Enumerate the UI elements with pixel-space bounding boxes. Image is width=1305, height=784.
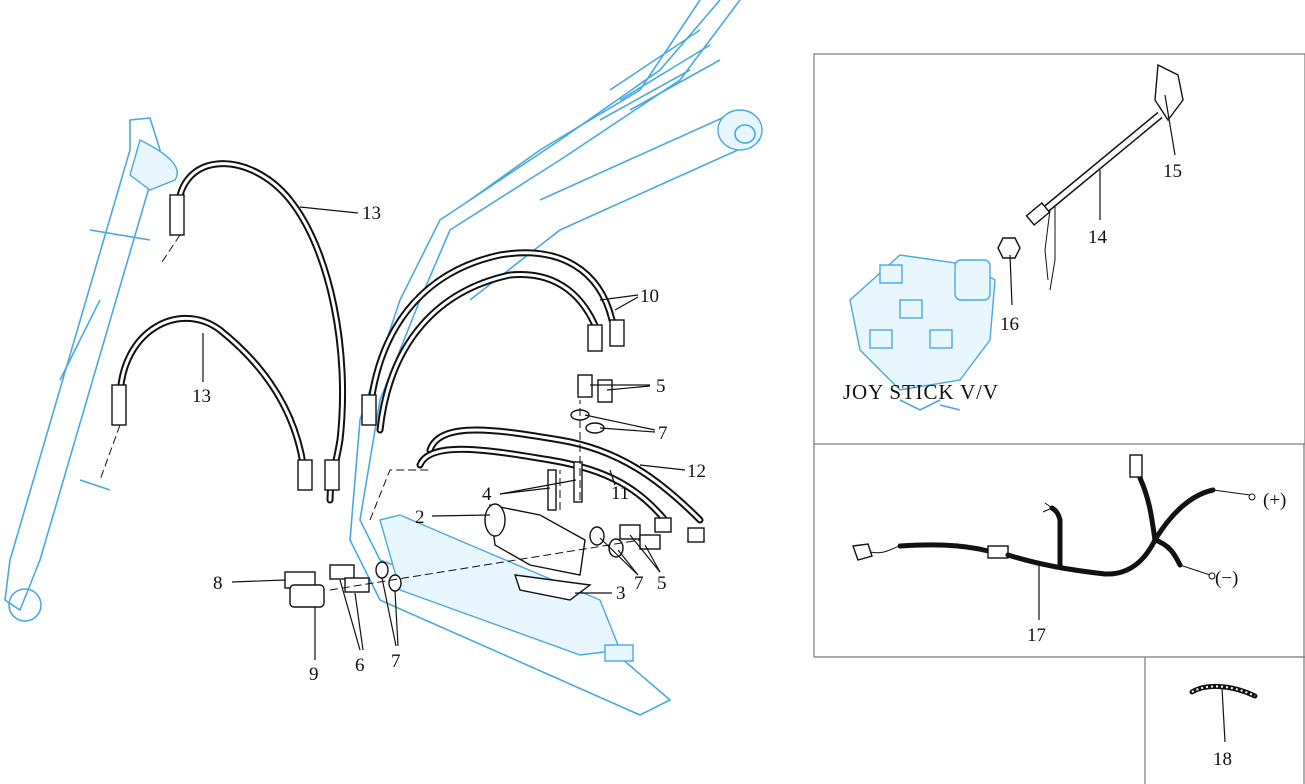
part-18-drawing	[1189, 683, 1258, 699]
callout-6: 6	[355, 655, 365, 676]
hoses	[116, 160, 704, 524]
callout-16: 16	[1000, 314, 1019, 335]
fittings	[99, 194, 705, 608]
joystick-caption: JOY STICK V/V	[843, 380, 998, 404]
control-valve	[489, 504, 586, 576]
callout-5-lower: 5	[657, 573, 667, 594]
callout-15: 15	[1163, 161, 1182, 182]
callout-9: 9	[309, 664, 319, 685]
callout-13-upper: 13	[362, 203, 381, 224]
callout-4: 4	[482, 484, 492, 505]
callout-10: 10	[640, 286, 659, 307]
wire-harness-drawing	[852, 454, 1256, 580]
callout-13-lower: 13	[192, 386, 211, 407]
loader-frame-outline	[4, 0, 763, 716]
callout-11: 11	[611, 483, 629, 504]
callout-7-lower: 7	[391, 651, 401, 672]
callout-14: 14	[1088, 227, 1108, 248]
callout-2: 2	[415, 507, 425, 528]
callout-8: 8	[213, 573, 223, 594]
callout-3: 3	[616, 583, 626, 604]
callout-12: 12	[687, 461, 706, 482]
callout-18: 18	[1213, 749, 1232, 770]
callout-5-upper: 5	[656, 376, 666, 397]
leader-lines	[202, 206, 686, 660]
callout-7-upper: 7	[658, 423, 668, 444]
callout-7-middle: 7	[634, 573, 644, 594]
joystick-valve-drawing	[849, 63, 1184, 411]
polarity-negative: (−)	[1215, 568, 1238, 589]
detail-panels	[813, 53, 1305, 784]
polarity-positive: (+)	[1263, 490, 1286, 511]
callout-17: 17	[1027, 625, 1046, 646]
